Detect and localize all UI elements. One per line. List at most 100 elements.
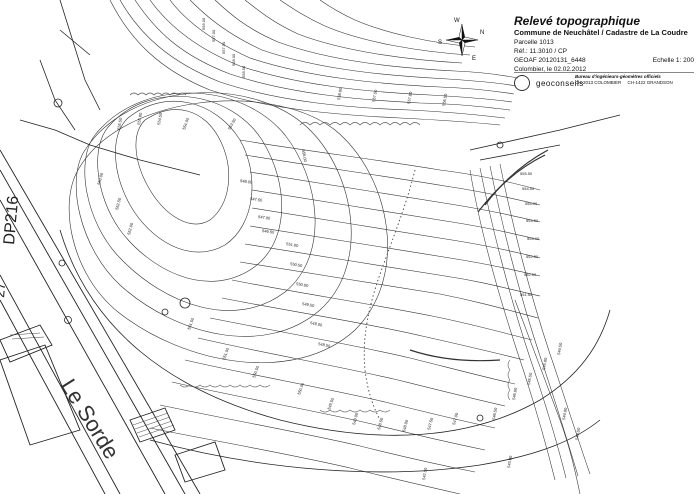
elevation-label: 556.00 xyxy=(301,149,308,163)
reference-line: Réf.: 11.3010 / CP xyxy=(514,48,567,55)
place-date-line: Colombier, le 02.02.2012 xyxy=(514,66,587,73)
marker-circle xyxy=(64,316,72,324)
elevation-label: 556.50 xyxy=(441,92,448,106)
marker-circle xyxy=(53,98,63,108)
geoaf-line: GEOAF 20120131_6448 xyxy=(514,57,586,64)
logo-text: geoconseils xyxy=(536,78,584,88)
marker-circle xyxy=(58,259,66,267)
pipe-line xyxy=(409,149,549,362)
elevation-label: 552.50 xyxy=(114,196,122,210)
elevation-label: 548.00 xyxy=(401,418,409,432)
elevation-label: 550.00 xyxy=(296,281,310,288)
road-label: DP216 xyxy=(1,195,22,245)
elevation-label: 557.00 xyxy=(211,29,216,42)
elevation-label: 544.00 xyxy=(561,406,568,420)
elevation-label: 554.00 xyxy=(525,201,538,206)
elevation-label: 558.00 xyxy=(336,86,343,100)
company-logo-bar: geoconseils xyxy=(514,72,694,93)
elevation-label: 549.00 xyxy=(351,411,359,425)
elevation-label: 554.00 xyxy=(181,116,190,130)
contour-lines-upper xyxy=(109,0,519,126)
elevation-label: 551.50 xyxy=(186,316,195,330)
marker-circle xyxy=(161,308,169,316)
bureau-title: Bureau d'ingénieurs-géomètres officiels xyxy=(575,74,661,79)
elevation-label: 548.00 xyxy=(240,178,254,185)
building xyxy=(174,441,226,483)
elevation-label: 550.00 xyxy=(296,381,305,395)
elevation-label: 546.50 xyxy=(491,406,498,420)
compass-north: N xyxy=(480,30,484,36)
elevation-label: 557.50 xyxy=(371,88,378,102)
elevation-label: 546.00 xyxy=(511,386,518,400)
boundary-lines xyxy=(19,0,621,176)
elevation-label: 548.50 xyxy=(318,341,332,349)
elevation-label: 552.00 xyxy=(524,272,537,277)
road-lines xyxy=(0,149,201,494)
building xyxy=(0,324,53,363)
elevation-label: 545.00 xyxy=(541,356,548,370)
elevation-label: 547.00 xyxy=(451,411,459,425)
elevation-label: 555.50 xyxy=(520,171,533,176)
compass-icon: N S E W xyxy=(438,18,484,62)
elevation-label: 551.50 xyxy=(520,292,533,297)
elevation-label: 553.00 xyxy=(96,171,104,185)
elevation-label: 549.00 xyxy=(310,320,324,328)
elevation-label: 556.00 xyxy=(201,17,206,30)
compass-east: E xyxy=(472,56,476,62)
parcel-number: 27 xyxy=(0,281,8,298)
map-title: Relevé topographique xyxy=(514,14,641,28)
elevation-label: 545.50 xyxy=(526,371,533,385)
elevation-label: 553.00 xyxy=(527,236,540,241)
geoconseils-logo-icon xyxy=(514,75,530,91)
marker-circle xyxy=(496,141,504,149)
elevation-label: 551.00 xyxy=(221,346,230,360)
elevation-labels-rotated: 556.00 557.00 557.50 558.00 558.50 558.0… xyxy=(96,17,581,480)
scale-line: Echelle 1: 200 xyxy=(652,57,694,64)
contour-lines-basin xyxy=(68,92,388,364)
dotted-path xyxy=(363,169,416,421)
elevation-label: 555.00 xyxy=(136,111,143,125)
elevation-label: 547.50 xyxy=(250,196,264,203)
elevation-label: 557.00 xyxy=(406,90,413,104)
lower-boundary xyxy=(59,229,611,473)
elevation-label: 548.50 xyxy=(376,416,384,430)
elevation-label: 542.50 xyxy=(421,466,428,480)
marker-circle xyxy=(476,414,484,422)
contour-lines-right xyxy=(469,163,591,494)
elevation-label: 549.50 xyxy=(302,301,316,308)
office-colombier: CH-2013 COLOMBIER xyxy=(575,79,622,85)
buildings xyxy=(0,324,226,483)
contour-lines-slope xyxy=(149,139,541,494)
elevation-label: 547.50 xyxy=(426,416,434,430)
elevation-label: 558.50 xyxy=(241,65,246,78)
elevation-label: 554.50 xyxy=(156,111,163,125)
compass-west: W xyxy=(454,18,460,24)
elevation-label: 554.50 xyxy=(522,186,535,191)
elevation-label: 553.50 xyxy=(526,218,539,223)
elevation-label: 557.50 xyxy=(221,41,226,54)
office-grandson: CH-1422 GRANDSON xyxy=(627,79,673,85)
elevation-labels: 556.00 555.50 554.50 554.00 553.50 553.0… xyxy=(240,149,540,348)
bureau-block: Bureau d'ingénieurs-géomètres officiels … xyxy=(575,74,695,85)
elevation-label: 552.50 xyxy=(526,254,539,259)
elevation-label: 552.00 xyxy=(126,221,134,235)
elevation-label: 547.00 xyxy=(258,214,272,221)
elevation-label: 555.50 xyxy=(116,116,123,130)
elevation-label: 553.50 xyxy=(227,117,238,131)
building xyxy=(129,407,176,443)
commune-line: Commune de Neuchâtel / Cadastre de La Co… xyxy=(514,28,688,37)
elevation-label: 544.50 xyxy=(556,341,563,355)
elevation-label: 558.00 xyxy=(231,53,236,66)
elevation-label: 550.50 xyxy=(251,364,260,378)
elevation-label: 550.50 xyxy=(290,261,304,268)
elevation-label: 546.50 xyxy=(262,228,276,235)
point-markers xyxy=(53,98,504,422)
parcel-line: Parcelle 1013 xyxy=(514,39,554,46)
elevation-label: 543.50 xyxy=(574,426,581,440)
stair-hatching xyxy=(9,332,175,438)
building xyxy=(0,344,81,446)
compass-south: S xyxy=(438,40,442,46)
elevation-label: 551.00 xyxy=(286,241,300,248)
vegetation-hedge xyxy=(129,92,511,413)
